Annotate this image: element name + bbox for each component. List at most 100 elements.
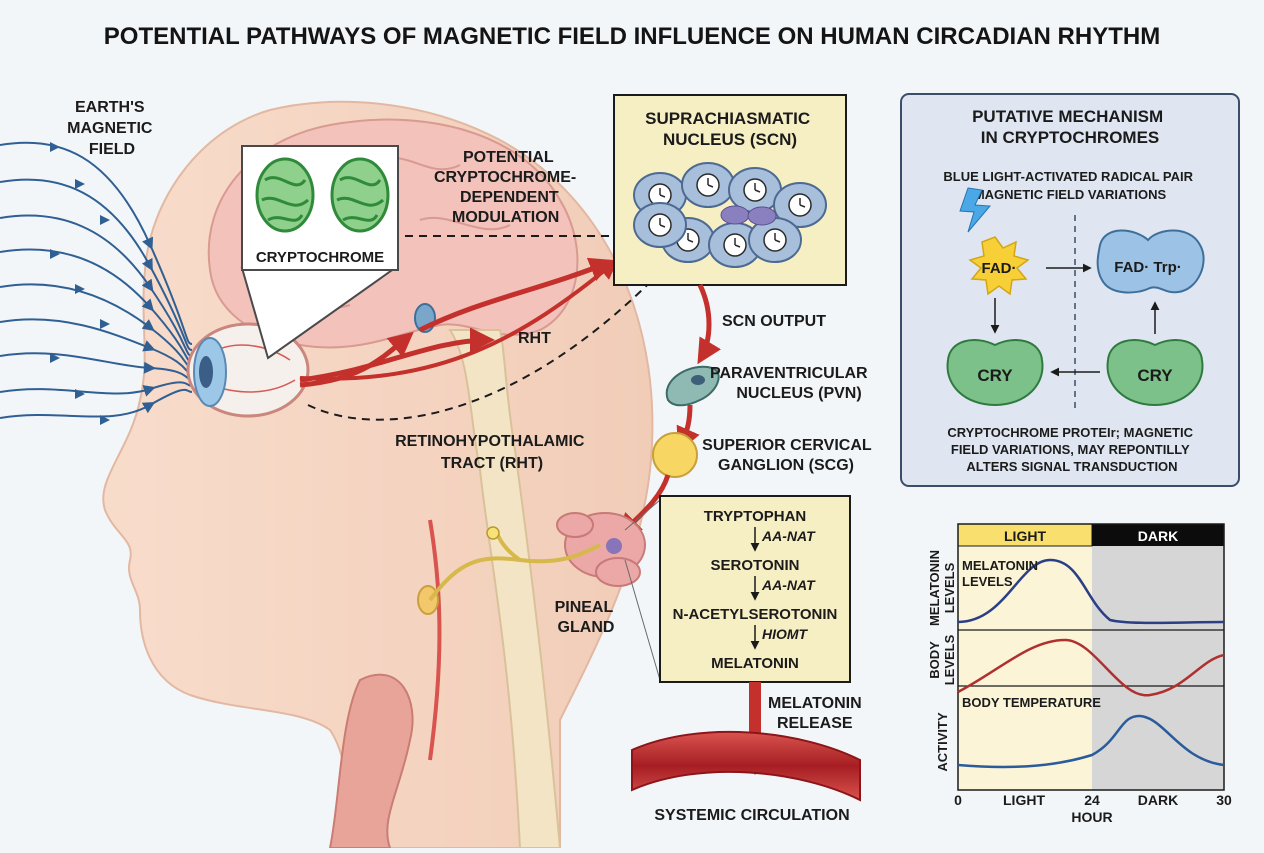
field-line-arrow xyxy=(50,249,60,259)
scn-nucleus xyxy=(747,206,777,226)
ganglion-node xyxy=(417,585,439,615)
pineal-label: PINEAL GLAND xyxy=(555,599,618,636)
systemic-circulation-label: SYSTEMIC CIRCULATION xyxy=(654,807,849,824)
panel-ylabel: MELATONINLEVELS xyxy=(927,550,957,626)
pvn-nucleus xyxy=(691,375,705,385)
cervical-ganglion-chain xyxy=(428,519,442,761)
cryptochrome-protein-structure-right xyxy=(330,157,390,233)
clock-hands-icon xyxy=(659,218,666,228)
circadian-chart: LIGHT DARK MELATONINLEVELS BODYLEVELS ACTIVI… xyxy=(927,523,1232,825)
field-line-arrow xyxy=(50,142,60,152)
biosynthesis-step-nacetylserotonin: N-ACETYLSEROTONIN xyxy=(673,606,838,623)
field-line xyxy=(0,214,193,357)
field-line xyxy=(0,248,193,363)
rht-label: RHT xyxy=(518,330,551,347)
mechanism-title: PUTATIVE MECHANISM IN CRYPTOCHROMES xyxy=(972,107,1168,147)
band-label-dark: DARK xyxy=(1138,528,1178,544)
potential-modulation-label: POTENTIAL CRYPTOCHROME- DEPENDENT MODULA… xyxy=(434,149,581,226)
field-line xyxy=(0,352,193,381)
earth-field-label: EARTH'S MAGNETIC FIELD xyxy=(67,99,157,158)
mechanism-subtitle: BLUE LIGHT-ACTIVATED RADICAL PAIR MAGNET… xyxy=(943,169,1196,202)
clock-hands-icon xyxy=(774,233,781,243)
dark-band-header xyxy=(1092,524,1224,546)
cry-left-protein xyxy=(946,339,1044,407)
scg-ganglion xyxy=(652,432,698,478)
panel-ylabel: ACTIVITY xyxy=(935,712,950,772)
field-line-arrow xyxy=(75,284,85,294)
biosynthesis-callout-line xyxy=(624,499,661,681)
radical-pair-blob xyxy=(1096,229,1205,294)
melatonin-release-label: MELATONIN RELEASE xyxy=(768,695,866,732)
biosynthesis-enzyme-2: AA-NAT xyxy=(761,577,816,593)
panel-ylabel: BODYLEVELS xyxy=(927,634,957,685)
field-line-arrow xyxy=(75,179,85,189)
scn-nucleus xyxy=(720,205,750,225)
clock-hands-icon xyxy=(687,233,694,243)
x-tick-label: DARK xyxy=(1138,792,1178,808)
light-period-band xyxy=(958,546,1092,790)
pvn-label: PARAVENTRICULAR NUCLEUS (PVN) xyxy=(710,365,872,402)
throat-tissue xyxy=(328,673,414,849)
x-axis-label: HOUR xyxy=(1071,809,1112,825)
fad-burst-icon xyxy=(968,236,1030,296)
field-line-arrow xyxy=(100,319,110,329)
diagram-title: POTENTIAL PATHWAYS OF MAGNETIC FIELD INF… xyxy=(104,23,1160,50)
field-line-arrow xyxy=(75,389,85,399)
field-line xyxy=(0,178,193,351)
band-label-light: LIGHT xyxy=(1004,528,1046,544)
biosynthesis-step-tryptophan: TRYPTOPHAN xyxy=(704,508,807,525)
field-line-arrow xyxy=(100,415,110,425)
clock-hands-icon xyxy=(659,188,666,198)
cry-left-label: CRY xyxy=(977,366,1013,385)
series-line-1 xyxy=(957,558,1225,625)
clock-hands-icon xyxy=(734,238,741,248)
scn-title: SUPRACHIASMATIC NUCLEUS (SCN) xyxy=(645,109,815,149)
rht-full-label: RETINOHYPOTHALAMIC TRACT (RHT) xyxy=(395,433,589,472)
field-line xyxy=(0,283,193,369)
scn-cell-cluster xyxy=(633,162,827,268)
cryptochrome-label: CRYPTOCHROME xyxy=(256,249,384,266)
clock-hands-icon xyxy=(799,198,806,208)
scn-output-arrow xyxy=(697,283,722,365)
cry-right-label: CRY xyxy=(1137,366,1173,385)
field-line xyxy=(0,141,193,345)
clock-hands-icon xyxy=(707,178,714,188)
scg-label: SUPERIOR CERVICAL GANGLION (SCG) xyxy=(702,437,876,474)
magnetic-field-lines xyxy=(0,141,193,425)
biosynthesis-step-melatonin: MELATONIN xyxy=(711,655,799,672)
field-line-arrow xyxy=(100,215,110,225)
cry-right-protein xyxy=(1106,339,1204,407)
eye-to-scn-dashed-arrow xyxy=(307,260,672,421)
lightning-bolt-icon xyxy=(959,187,992,233)
biosynthesis-step-serotonin: SEROTONIN xyxy=(711,557,800,574)
fad-label: FAD· xyxy=(982,260,1017,277)
rht-arrow-middle xyxy=(299,327,495,383)
rht-arrow-direct xyxy=(299,259,619,381)
series-line-3 xyxy=(957,714,1225,769)
chart-frame xyxy=(957,523,1225,791)
rht-arrow-upper xyxy=(418,257,615,333)
series-line-2 xyxy=(957,638,1225,697)
pvn-cell xyxy=(665,365,720,407)
field-line xyxy=(0,318,193,375)
series-label-body-temperature: BODY TEMPERATURE xyxy=(962,695,1101,710)
mechanism-caption: CRYPTOCHROME PROTEIr; MAGNETIC FIELD VAR… xyxy=(947,425,1196,474)
nerve-terminal xyxy=(486,526,500,540)
dark-period-band xyxy=(1092,546,1224,790)
x-tick-label: 0 xyxy=(954,792,962,808)
biosynthesis-enzyme-1: AA-NAT xyxy=(761,528,816,544)
field-line xyxy=(0,381,193,397)
blood-vessel xyxy=(631,730,861,802)
field-line xyxy=(0,388,193,419)
clock-hands-icon xyxy=(754,183,761,193)
field-line-arrow xyxy=(50,353,60,363)
scn-output-label: SCN OUTPUT xyxy=(722,313,826,330)
x-tick-label: 24 xyxy=(1084,792,1100,808)
cryptochrome-protein-structure-left xyxy=(255,157,315,233)
fad-trp-label: FAD· Trp· xyxy=(1114,259,1182,276)
x-tick-label: 30 xyxy=(1216,792,1232,808)
biosynthesis-enzyme-3: HIOMT xyxy=(762,626,809,642)
